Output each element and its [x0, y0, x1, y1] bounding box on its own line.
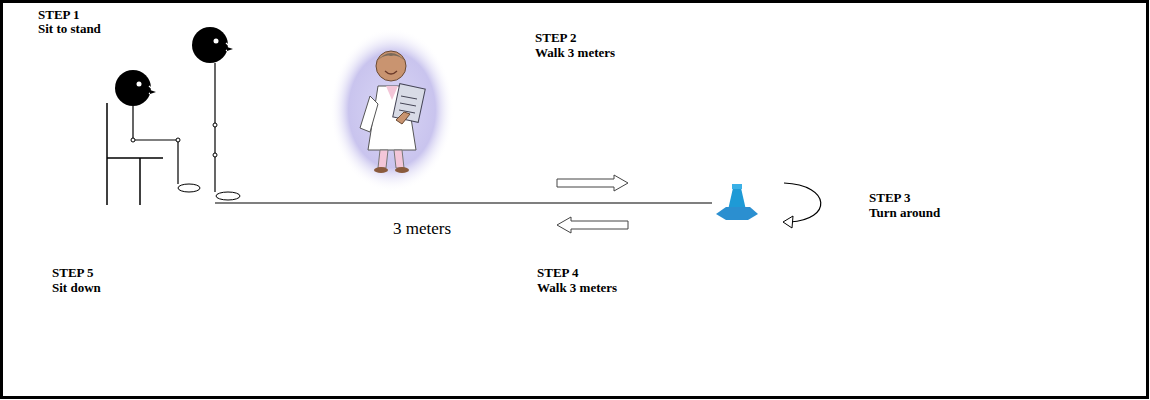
step-number: STEP 3 [869, 190, 911, 206]
step-number: STEP 4 [537, 265, 579, 281]
clinician [330, 28, 454, 192]
step-number: STEP 5 [52, 265, 94, 281]
standing-figure [192, 27, 240, 200]
left-arrow [557, 217, 628, 233]
step-number: STEP 1 [38, 7, 80, 23]
step-text: Walk 3 meters [537, 280, 617, 296]
step-text: Turn around [869, 205, 940, 221]
step-text: Sit to stand [38, 21, 101, 37]
right-arrow [557, 175, 628, 191]
walk-line [215, 202, 712, 203]
distance-label: 3 meters [393, 219, 451, 239]
step-text: Walk 3 meters [535, 45, 615, 61]
sitting-figure [115, 70, 200, 192]
step-number: STEP 2 [535, 30, 577, 46]
cone [716, 184, 758, 220]
turn-arrow [783, 183, 821, 228]
step-text: Sit down [52, 280, 101, 296]
chair [107, 103, 163, 205]
